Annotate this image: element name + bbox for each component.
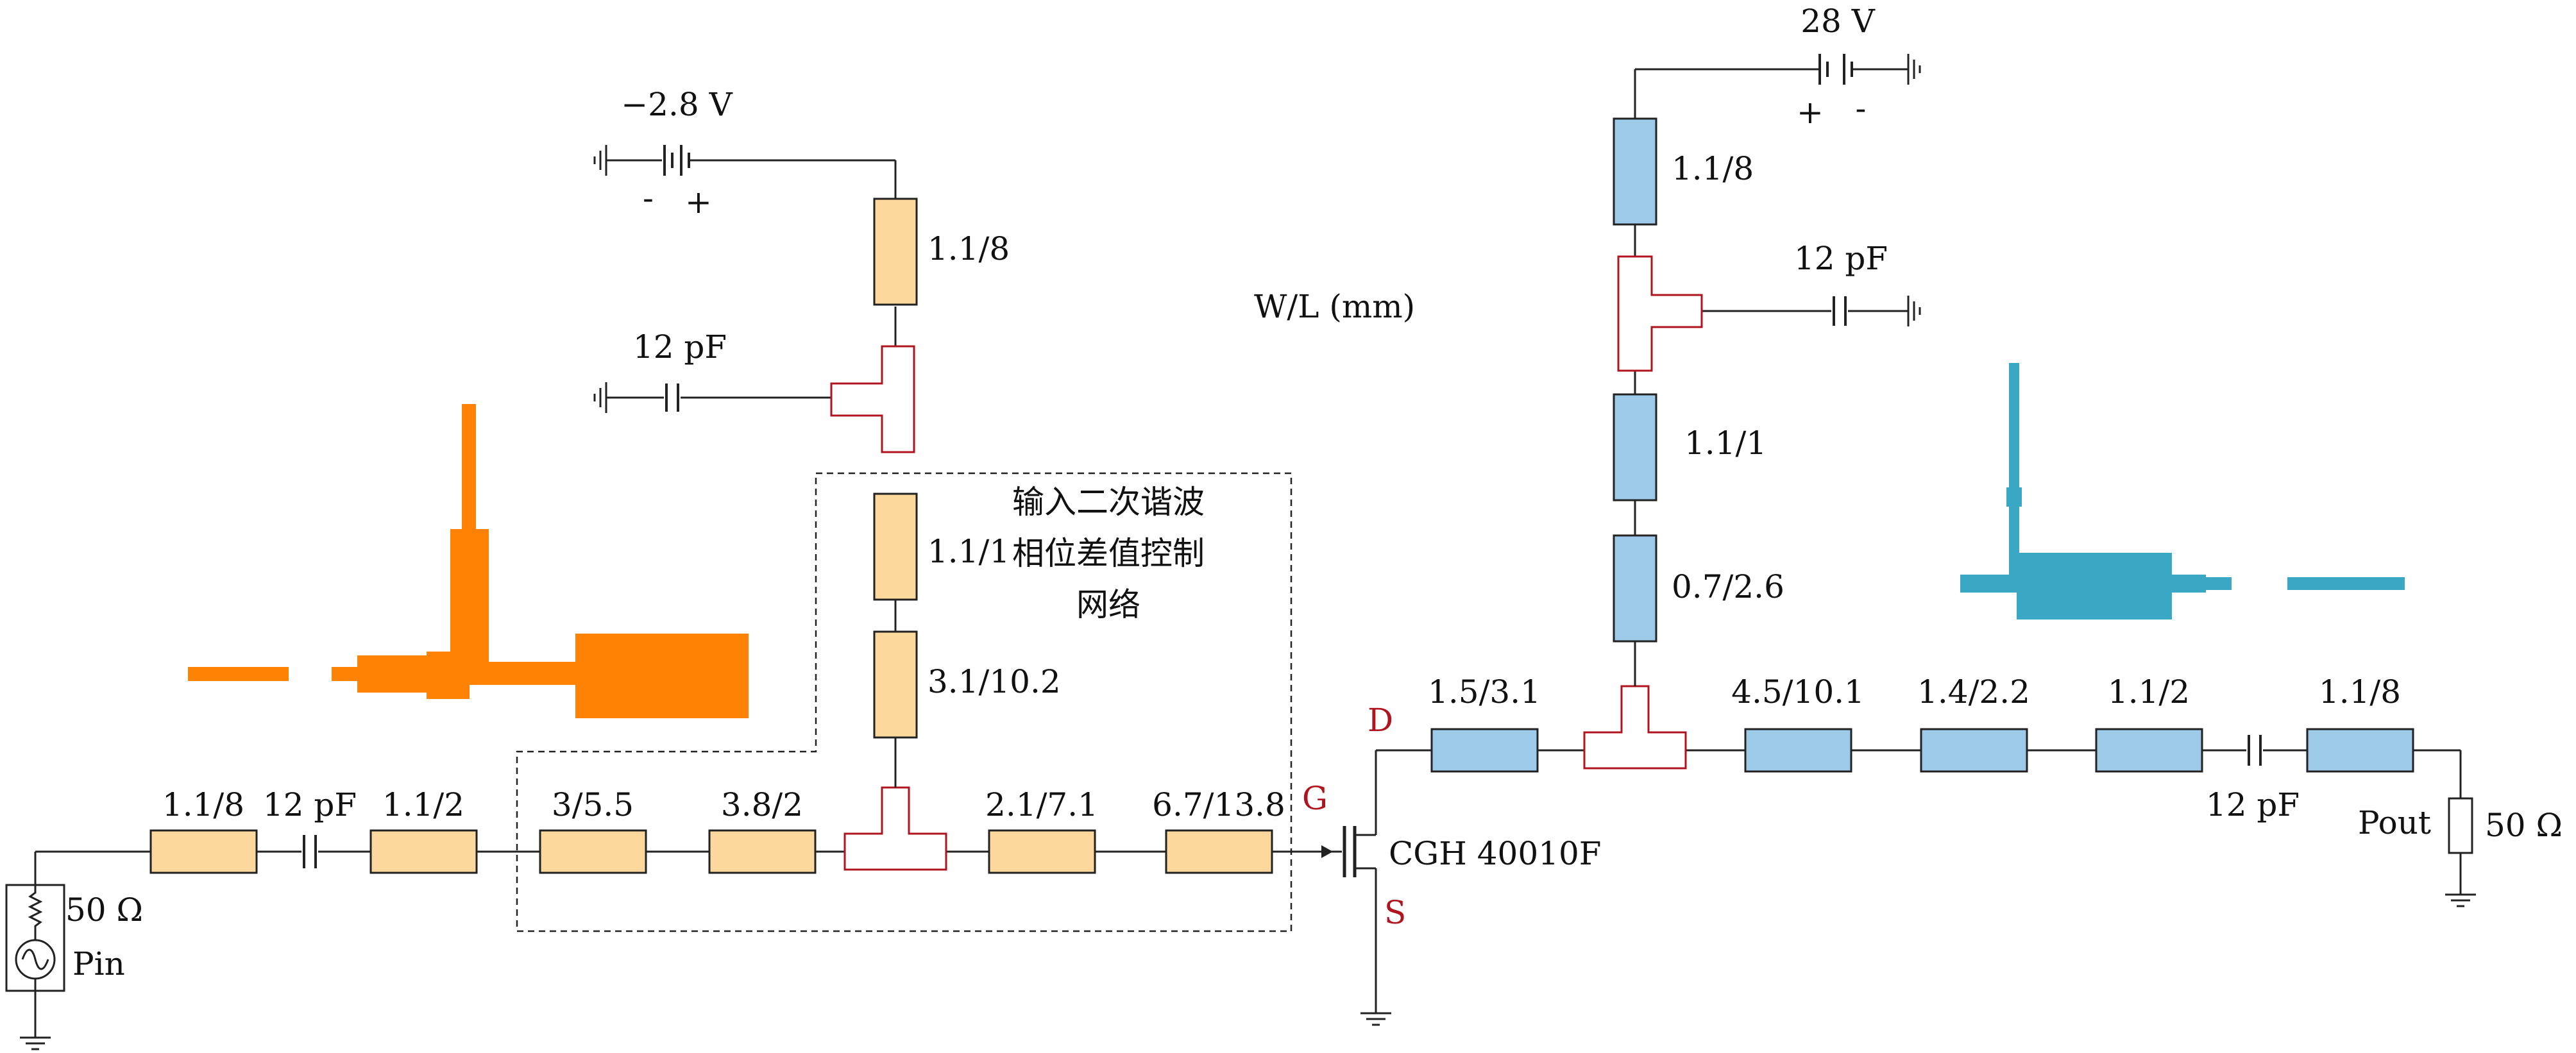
gate-bias-line-2-label: 1.1/1 [928,533,1010,570]
input-line-2 [369,829,478,874]
gate-bias-line-1 [873,198,918,306]
capacitor-icon [301,834,318,870]
resistor-icon [28,885,43,939]
input-line-1-label: 1.1/8 [162,786,244,823]
phase-control-network-boundary [516,472,1292,932]
tee-junction-icon [843,786,947,871]
output-line-5-label: 1.1/8 [2319,673,2401,711]
output-line-4-label: 1.1/2 [2108,673,2190,711]
output-line-1-label: 1.5/3.1 [1428,673,1541,711]
phase-network-label-line1: 输入二次谐波 [1012,484,1205,521]
drain-bias-line-3 [1613,534,1657,643]
phase-network-label-line2: 相位差值控制 [1012,535,1205,572]
input-line-5-label: 2.1/7.1 [985,786,1098,823]
gate-bias-line-3 [873,630,918,739]
input-source [5,884,65,1050]
ground-icon [593,381,607,414]
drain-bias-voltage-label: 28 V [1801,3,1876,40]
source-impedance-label: 50 Ω [65,891,143,929]
output-line-2 [1744,728,1852,773]
tee-junction-icon [830,345,915,453]
output-line-5 [2306,728,2414,773]
gate-bypass-cap-label: 12 pF [633,328,727,366]
input-line-4-label: 3.8/2 [721,786,803,823]
input-line-4 [708,829,817,874]
output-dc-block-label: 12 pF [2206,786,2300,823]
drain-bias-wiring [1634,68,1836,686]
source-name-label: Pin [72,945,125,982]
drain-bias-minus-label: - [1856,90,1867,127]
output-line-4 [2095,728,2203,773]
battery-icon [606,145,690,176]
source-terminal-label: S [1384,894,1406,931]
output-line-3-label: 1.4/2.2 [1917,673,2030,711]
drain-bypass-cap-label: 12 pF [1794,240,1888,277]
input-line-1 [149,829,258,874]
output-line-2-label: 4.5/10.1 [1731,673,1865,711]
capacitor-icon [2246,734,2263,767]
gate-bias-line-1-label: 1.1/8 [928,230,1010,267]
drain-bias-line-3-label: 0.7/2.6 [1672,568,1784,605]
ground-icon [1907,294,1921,328]
input-dc-block-label: 12 pF [263,786,357,823]
gate-terminal-label: G [1302,780,1328,817]
input-network-layout [188,404,749,718]
ground-icon [1907,53,1921,86]
drain-bias-line-1 [1613,117,1657,226]
input-line-2-label: 1.1/2 [382,786,464,823]
ground-icon [2444,893,2477,907]
drain-bias-line-2 [1613,393,1657,501]
phase-network-label-line3: 网络 [1076,586,1140,623]
drain-terminal-label: D [1368,702,1393,739]
battery-icon [1818,54,1908,85]
output-line-3 [1920,728,2028,773]
gate-bias-voltage-label: −2.8 V [621,86,733,123]
drain-bias-plus-label: + [1797,94,1824,131]
input-line-6 [1165,829,1273,874]
ground-icon [1359,1012,1393,1026]
transistor-icon [1321,750,1377,1013]
input-line-3-label: 3/5.5 [552,786,634,823]
ground-icon [19,1036,52,1050]
resistor-icon [2448,797,2473,854]
gate-bias-line-2 [873,493,918,601]
tee-junction-icon [1583,685,1687,770]
sine-source-icon [15,939,56,980]
tee-junction-icon [1617,255,1703,372]
input-line-5 [988,829,1096,874]
drain-bias-line-2-label: 1.1/1 [1684,425,1767,462]
load-impedance-label: 50 Ω [2485,807,2563,844]
drain-bias-line-1-label: 1.1/8 [1672,150,1754,187]
capacitor-icon [1831,295,1908,327]
gate-bias-plus-label: + [685,183,712,221]
output-line-1 [1430,728,1539,773]
gate-bias-line-3-label: 3.1/10.2 [928,663,1061,700]
transistor-name-label: CGH 40010F [1389,835,1601,872]
input-line-6-label: 6.7/13.8 [1152,786,1285,823]
gate-bias-minus-label: - [643,180,654,217]
output-wiring [1376,749,2462,895]
load-name-label: Pout [2358,804,2431,841]
output-network-layout [1960,363,2405,619]
capacitor-icon [664,382,681,413]
input-line-3 [539,829,647,874]
unit-note-label: W/L (mm) [1254,288,1415,325]
ground-icon [593,144,607,177]
